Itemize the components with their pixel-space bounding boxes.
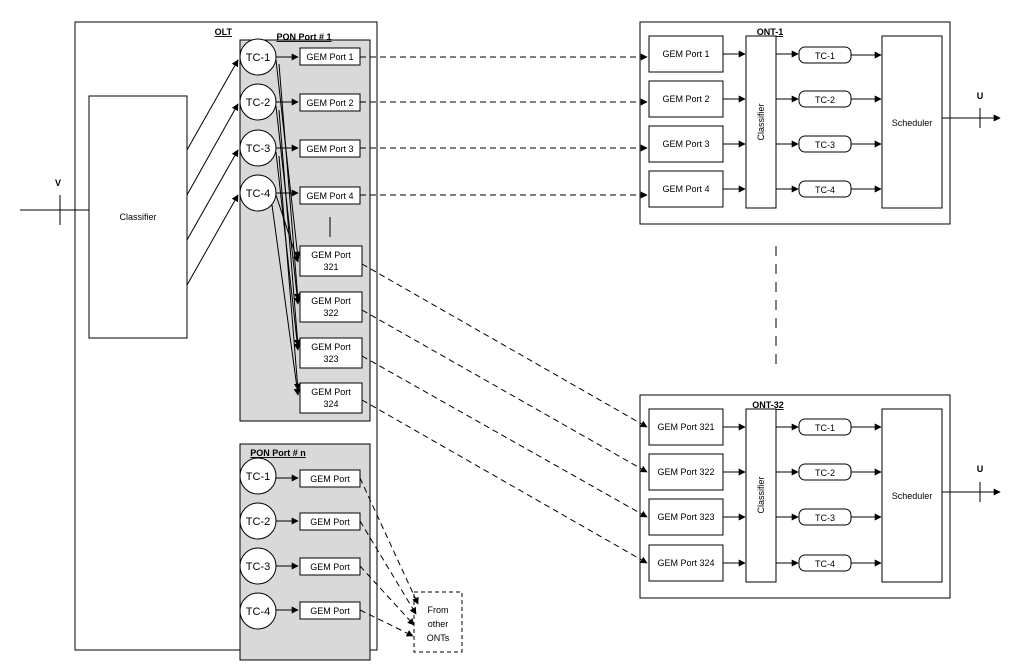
pon1-gem-port-321-line2: 321 bbox=[323, 262, 338, 272]
ont1-tc-4-label: TC-4 bbox=[815, 185, 835, 195]
ont32-scheduler-box bbox=[881, 408, 943, 583]
pon1-gem-port-4-label: GEM Port 4 bbox=[306, 191, 353, 201]
ont32-gem-port-322 bbox=[648, 453, 724, 491]
ont1-gem-port-4 bbox=[648, 170, 724, 208]
ont32-tc-1-label: TC-1 bbox=[815, 423, 835, 433]
classifier-to-tc4-arrow bbox=[186, 194, 239, 286]
ont1-scheduler-label: Scheduler bbox=[892, 118, 933, 128]
ont1-tc-2-label: TC-2 bbox=[815, 95, 835, 105]
ponn-tc-2-label: TC-2 bbox=[246, 516, 270, 528]
ont1-title: ONT-1 bbox=[757, 27, 784, 37]
olt-classifier-box bbox=[88, 95, 188, 339]
ponn-tc-2: TC-2 bbox=[239, 502, 277, 540]
ont1-gem-port-2-label: GEM Port 2 bbox=[662, 94, 709, 104]
pon1-gem-port-322: GEM Port 322 bbox=[299, 291, 363, 323]
other-onts-line1: From bbox=[428, 605, 449, 615]
ponn-tc-4-label: TC-4 bbox=[246, 606, 270, 618]
ont32-gem-port-322-label: GEM Port 322 bbox=[657, 467, 714, 477]
ont1-gem-port-3 bbox=[648, 125, 724, 163]
tc3-to-gem324-arrow bbox=[278, 155, 301, 391]
ponn-tc-4: TC-4 bbox=[239, 592, 277, 630]
olt-title: OLT bbox=[215, 27, 233, 37]
pon1-gem-port-323: GEM Port 323 bbox=[299, 337, 363, 369]
olt-classifier-label: Classifier bbox=[119, 212, 156, 222]
ont32-gem-port-323 bbox=[648, 498, 724, 536]
pon1-gem-port-323-line2: 323 bbox=[323, 354, 338, 364]
pon1-gem-port-3-label: GEM Port 3 bbox=[306, 144, 353, 154]
ont1-output-label: U bbox=[977, 91, 984, 101]
link-gem324-to-ont32 bbox=[361, 399, 648, 564]
ponn-gem-port-3-label: GEM Port bbox=[310, 562, 350, 572]
ont1-tc-1-label: TC-1 bbox=[815, 51, 835, 61]
pon1-tc-1: TC-1 bbox=[239, 38, 277, 76]
pon1-tc-2: TC-2 bbox=[239, 83, 277, 121]
v-input-label: V bbox=[55, 178, 61, 188]
ponn-gem1-to-other-arrow bbox=[359, 477, 419, 605]
pon1-gem-port-324-line2: 324 bbox=[323, 399, 338, 409]
ponn-gem-port-2-label: GEM Port bbox=[310, 517, 350, 527]
ont1-tc-3-label: TC-3 bbox=[815, 140, 835, 150]
classifier-to-tc3-arrow bbox=[186, 149, 239, 241]
other-onts-line3: ONTs bbox=[427, 633, 450, 643]
ont32-gem-port-324-label: GEM Port 324 bbox=[657, 558, 714, 568]
pon1-gem-port-1-label: GEM Port 1 bbox=[306, 52, 353, 62]
classifier-to-tc1-arrow bbox=[186, 59, 239, 151]
ont32-tc-3-label: TC-3 bbox=[815, 513, 835, 523]
ont1-gem-port-1 bbox=[648, 35, 724, 73]
link-gem323-to-ont32 bbox=[361, 355, 648, 518]
other-onts-line2: other bbox=[428, 619, 449, 629]
ont32-gem-port-323-label: GEM Port 323 bbox=[657, 512, 714, 522]
ont32-classifier-label: Classifier bbox=[756, 476, 766, 513]
tc4-to-gem321-arrow bbox=[275, 194, 300, 263]
ont1-gem-port-2 bbox=[648, 80, 724, 118]
pon1-gem-port-2-label: GEM Port 2 bbox=[306, 98, 353, 108]
ponn-tc-3-label: TC-3 bbox=[246, 561, 270, 573]
tc4-to-gem324-arrow bbox=[271, 204, 301, 396]
ponn-gem-port-1-label: GEM Port bbox=[310, 474, 350, 484]
pon1-gem-port-324: GEM Port 324 bbox=[299, 382, 363, 414]
ont32-gem-port-324 bbox=[648, 544, 724, 582]
ponn-tc-3: TC-3 bbox=[239, 547, 277, 585]
link-gem321-to-ont32 bbox=[361, 263, 648, 428]
pon1-tc-4: TC-4 bbox=[239, 174, 277, 212]
ont1-scheduler-box bbox=[881, 35, 943, 209]
ont32-title: ONT-32 bbox=[752, 400, 784, 410]
ont32-scheduler-label: Scheduler bbox=[892, 491, 933, 501]
pon1-gem-port-322-line1: GEM Port bbox=[311, 296, 351, 306]
pon1-gem-port-322-line2: 322 bbox=[323, 308, 338, 318]
tc2-to-gem323-arrow bbox=[278, 109, 301, 347]
ponn-gem-port-4-label: GEM Port bbox=[310, 606, 350, 616]
ponn-tc-1-label: TC-1 bbox=[246, 471, 270, 483]
pon1-tc-4-label: TC-4 bbox=[246, 188, 270, 200]
ont1-gem-port-3-label: GEM Port 3 bbox=[662, 139, 709, 149]
pon-port-1-title: PON Port # 1 bbox=[276, 32, 331, 42]
pon1-gem-port-321: GEM Port 321 bbox=[299, 245, 363, 277]
ont32-output-label: U bbox=[977, 464, 984, 474]
pon1-gem-port-321-line1: GEM Port bbox=[311, 250, 351, 260]
pon-port-n-title: PON Port # n bbox=[250, 448, 306, 458]
pon1-gem-port-323-line1: GEM Port bbox=[311, 342, 351, 352]
pon1-gem-port-324-line1: GEM Port bbox=[311, 387, 351, 397]
link-gem322-to-ont32 bbox=[361, 309, 648, 473]
classifier-to-tc2-arrow bbox=[186, 103, 239, 196]
ont1-classifier-box bbox=[745, 35, 777, 209]
ponn-gem3-to-other-arrow bbox=[359, 565, 415, 626]
pon1-tc-2-label: TC-2 bbox=[246, 97, 270, 109]
ont1-classifier-label: Classifier bbox=[756, 103, 766, 140]
pon1-tc-3-label: TC-3 bbox=[246, 143, 270, 155]
ont32-gem-port-321-label: GEM Port 321 bbox=[657, 422, 714, 432]
pon1-tc-1-label: TC-1 bbox=[246, 52, 270, 64]
ponn-gem2-to-other-arrow bbox=[359, 520, 417, 615]
ont1-gem-port-1-label: GEM Port 1 bbox=[662, 49, 709, 59]
pon1-tc-3: TC-3 bbox=[239, 129, 277, 167]
ont1-gem-port-4-label: GEM Port 4 bbox=[662, 184, 709, 194]
ont32-classifier-box bbox=[745, 408, 777, 583]
ont32-tc-2-label: TC-2 bbox=[815, 468, 835, 478]
ponn-tc-1: TC-1 bbox=[239, 457, 277, 495]
ont32-tc-4-label: TC-4 bbox=[815, 559, 835, 569]
